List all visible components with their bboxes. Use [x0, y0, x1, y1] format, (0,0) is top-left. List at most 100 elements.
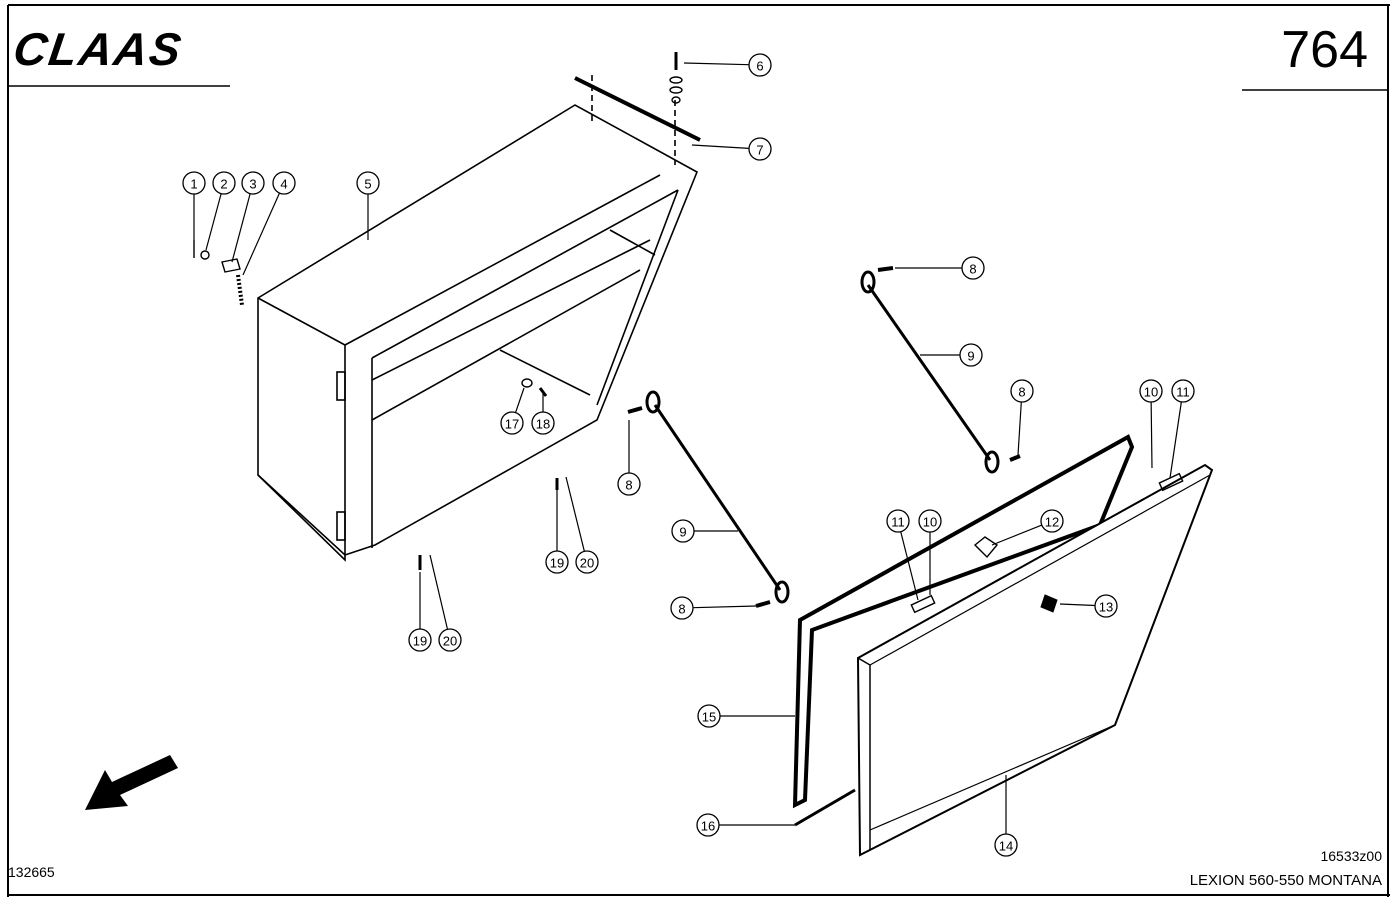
callout-16: 16 — [696, 813, 795, 837]
callout-circle — [272, 171, 296, 195]
callout-10: 10 — [918, 509, 942, 595]
direction-arrow-icon — [85, 755, 178, 810]
callout-9: 9 — [671, 519, 738, 543]
leader-line — [683, 62, 750, 66]
callout-8: 8 — [617, 420, 641, 496]
callout-circle — [1171, 379, 1195, 403]
page-number: 764 — [1281, 21, 1368, 79]
sheet-frame — [7, 4, 1390, 897]
callout-6: 6 — [683, 53, 772, 77]
callout-10: 10 — [1139, 379, 1163, 469]
callout-circle — [886, 509, 910, 533]
leader-line — [231, 193, 251, 263]
leader-line — [565, 476, 585, 552]
callout-circle — [617, 472, 641, 496]
callout-circle — [241, 171, 265, 195]
callout-11: 11 — [886, 509, 919, 601]
callout-circle — [531, 411, 555, 435]
callout-circle — [696, 813, 720, 837]
callout-13: 13 — [1059, 594, 1118, 618]
callout-number: 3 — [249, 177, 256, 192]
leader-line — [900, 531, 919, 601]
callout-circle — [545, 550, 569, 574]
callout-circle — [182, 171, 206, 195]
callout-14: 14 — [994, 775, 1018, 857]
callout-number: 12 — [1045, 515, 1059, 530]
callout-circle — [671, 519, 695, 543]
callout-circle — [575, 550, 599, 574]
callout-number: 10 — [923, 515, 937, 530]
callout-11: 11 — [1169, 379, 1195, 479]
callout-15: 15 — [697, 704, 795, 728]
callout-17: 17 — [500, 387, 525, 435]
callout-number: 17 — [505, 417, 519, 432]
callout-7: 7 — [691, 137, 772, 161]
callout-19: 19 — [545, 490, 569, 574]
callout-19: 19 — [408, 572, 432, 652]
callout-20: 20 — [565, 476, 599, 574]
callout-number: 18 — [536, 417, 550, 432]
claas-logo: CLAAS — [10, 23, 187, 75]
callout-circle — [1040, 509, 1064, 533]
model-name: LEXION 560-550 MONTANA — [1189, 872, 1382, 889]
callout-2: 2 — [205, 171, 236, 251]
callout-20: 20 — [429, 554, 462, 652]
callout-3: 3 — [231, 171, 265, 263]
callout-number: 10 — [1144, 385, 1158, 400]
callout-number: 9 — [679, 525, 686, 540]
callout-1: 1 — [182, 171, 206, 240]
callout-number: 4 — [280, 177, 287, 192]
callout-circle — [212, 171, 236, 195]
callout-circle — [918, 509, 942, 533]
callout-12: 12 — [991, 509, 1064, 546]
callout-number: 8 — [1018, 385, 1025, 400]
callout-number: 11 — [1176, 385, 1190, 400]
leader-line — [691, 144, 750, 149]
callout-circle — [748, 53, 772, 77]
callout-8: 8 — [895, 256, 985, 280]
callout-number: 13 — [1099, 600, 1113, 615]
callout-number: 8 — [625, 478, 632, 493]
callout-circle — [748, 137, 772, 161]
callout-circle — [1094, 594, 1118, 618]
callout-number: 8 — [969, 262, 976, 277]
callout-8: 8 — [670, 596, 757, 620]
callout-4: 4 — [242, 171, 296, 276]
callout-number: 9 — [967, 349, 974, 364]
callout-8: 8 — [1010, 379, 1034, 456]
callout-number: 19 — [413, 634, 427, 649]
callout-circle — [961, 256, 985, 280]
callout-number: 2 — [220, 177, 227, 192]
callout-circle — [959, 343, 983, 367]
leader-line — [692, 605, 757, 609]
leader-line — [1059, 603, 1096, 607]
callout-circle — [356, 171, 380, 195]
callout-number: 8 — [678, 602, 685, 617]
door-assembly — [792, 434, 1214, 857]
callout-number: 19 — [550, 556, 564, 571]
leader-line — [1169, 401, 1182, 479]
callout-number: 14 — [999, 839, 1013, 854]
leader-line — [1150, 401, 1153, 469]
drawing-number: 16533z00 — [1320, 848, 1382, 864]
callout-18: 18 — [531, 394, 555, 435]
leader-line — [429, 554, 449, 630]
leader-line — [205, 193, 222, 251]
callout-circle — [994, 833, 1018, 857]
callout-number: 5 — [364, 177, 371, 192]
callout-number: 7 — [756, 143, 763, 158]
callout-circle — [697, 704, 721, 728]
leader-line — [1017, 401, 1022, 456]
callout-number: 11 — [891, 515, 905, 530]
callout-number: 20 — [443, 634, 457, 649]
callout-number: 16 — [701, 819, 715, 834]
document-number: 132665 — [8, 864, 55, 880]
callout-circle — [670, 596, 694, 620]
leader-line — [242, 192, 281, 276]
leader-line — [991, 524, 1043, 546]
callout-5: 5 — [356, 171, 380, 240]
leader-line — [514, 387, 525, 413]
callout-number: 20 — [580, 556, 594, 571]
